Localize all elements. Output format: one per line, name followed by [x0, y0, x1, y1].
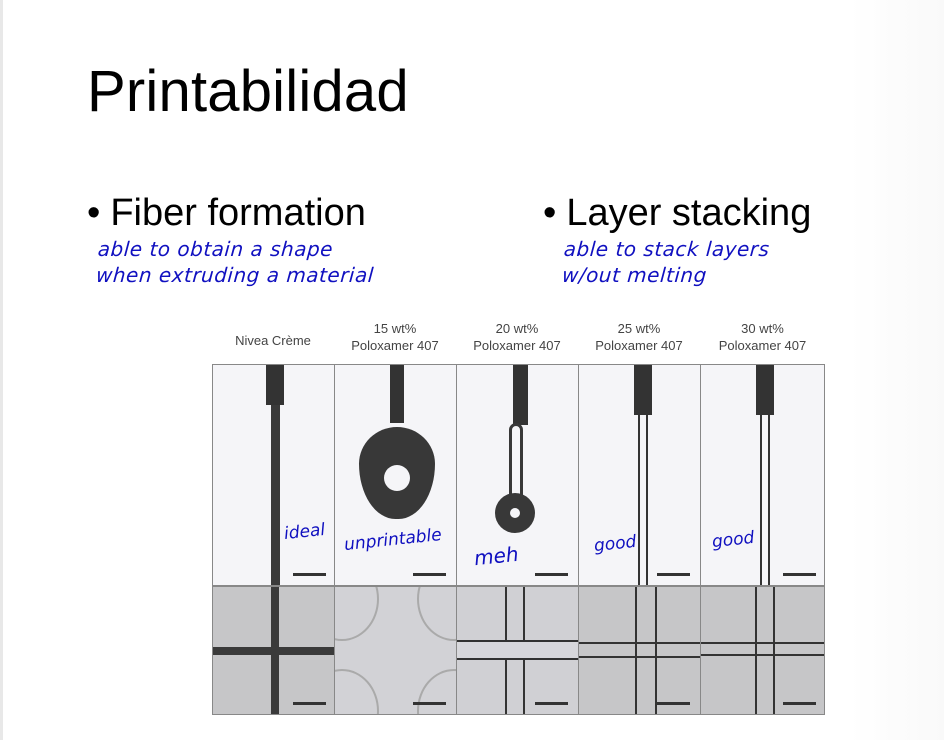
stack-panel-25wt: [578, 586, 701, 715]
scale-bar: [535, 573, 568, 576]
bullet-dot-icon: •: [87, 192, 101, 234]
scale-bar: [413, 573, 446, 576]
stack-horizontal: [701, 642, 824, 656]
melted-edge: [417, 669, 456, 714]
scale-bar: [293, 702, 326, 705]
bullet-text: Fiber formation: [110, 192, 366, 234]
fiber-panel-30wt: [700, 364, 825, 586]
fiber-panel-20wt: [456, 364, 579, 586]
column-header-20wt: 20 wt%Poloxamer 407: [473, 321, 561, 353]
melted-edge: [335, 669, 379, 714]
scale-bar: [657, 573, 690, 576]
droplet-hole: [510, 508, 520, 518]
handwritten-note-layer: able to stack layers w/out melting: [561, 236, 770, 288]
fiber-panel-nivea: [212, 364, 335, 586]
melted-edge: [417, 587, 456, 641]
bullet-fiber-formation: •Fiber formation: [87, 192, 366, 235]
droplet-hole: [384, 465, 410, 491]
slide: Printabilidad •Fiber formation able to o…: [3, 0, 944, 740]
nozzle: [513, 365, 528, 425]
stack-horizontal: [457, 640, 578, 660]
scale-bar: [535, 702, 568, 705]
fiber-strand: [760, 415, 770, 585]
stack-panel-15wt: [334, 586, 457, 715]
stack-panel-30wt: [700, 586, 825, 715]
bullet-text: Layer stacking: [566, 192, 812, 234]
scale-bar: [293, 573, 326, 576]
fiber-panel-15wt: [334, 364, 457, 586]
scale-bar: [413, 702, 446, 705]
nozzle: [756, 365, 774, 415]
scale-bar: [657, 702, 690, 705]
note-line: able to stack layers: [563, 237, 771, 261]
scale-bar: [783, 573, 816, 576]
fiber-strand: [638, 415, 648, 585]
slide-title: Printabilidad: [87, 59, 409, 124]
fiber-panel-25wt: [578, 364, 701, 586]
column-header-nivea: Nivea Crème: [235, 333, 311, 348]
note-line: w/out melting: [561, 263, 708, 287]
stack-vertical: [635, 587, 657, 714]
annotation-meh: meh: [472, 541, 520, 571]
note-line: able to obtain a shape: [97, 237, 334, 261]
column-header-25wt: 25 wt%Poloxamer 407: [595, 321, 683, 353]
scale-bar: [783, 702, 816, 705]
handwritten-note-fiber: able to obtain a shape when extruding a …: [95, 236, 376, 288]
slide-left-edge: [0, 0, 3, 740]
column-header-30wt: 30 wt%Poloxamer 407: [718, 321, 807, 353]
stack-horizontal: [579, 642, 700, 658]
printability-figure: Nivea Crème 15 wt%Poloxamer 407 20 wt%Po…: [212, 320, 825, 715]
column-header-15wt: 15 wt%Poloxamer 407: [351, 321, 439, 353]
bullet-layer-stacking: •Layer stacking: [543, 192, 811, 235]
nozzle: [634, 365, 652, 415]
stack-horizontal: [213, 647, 334, 655]
note-line: when extruding a material: [95, 263, 375, 287]
stack-vertical: [755, 587, 775, 714]
melted-edge: [335, 587, 379, 641]
bullet-dot-icon: •: [543, 192, 557, 234]
annotation-ideal: ideal: [283, 519, 327, 545]
stack-panel-nivea: [212, 586, 335, 715]
stack-panel-20wt: [456, 586, 579, 715]
fiber-strand: [271, 405, 280, 585]
nozzle: [390, 365, 404, 423]
nozzle: [266, 365, 284, 405]
